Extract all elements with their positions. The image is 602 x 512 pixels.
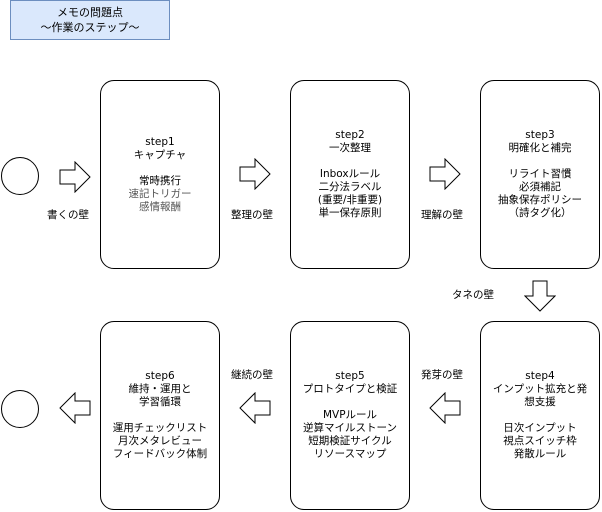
step2-item: 単一保存原則 <box>318 207 382 219</box>
step1-item: 速記トリガー <box>128 187 192 200</box>
step1-item: 常時携行 <box>139 174 181 187</box>
wall-label: 書くの壁 <box>47 209 89 221</box>
step4-box: step4 インプット拡充と発 想支援 日次インプット 視点スイッチ枠 発散ルー… <box>480 321 600 510</box>
step3-item: （詩タグ化） <box>508 207 572 219</box>
wall-label: タネの壁 <box>452 289 494 301</box>
step6-item: フィードバック体制 <box>112 448 208 460</box>
step2-box: step2 一次整理 Inboxルール 二分法ラベル (重要/非重要) 単一保存… <box>290 80 410 269</box>
step4-subtitle: 想支援 <box>524 396 556 408</box>
diagram-title: メモの問題点 〜作業のステップ〜 <box>10 0 170 40</box>
step3-item: 必須補記 <box>519 181 561 193</box>
wall-label: 発芽の壁 <box>421 369 463 381</box>
step6-subtitle: 維持・運用と <box>128 383 192 395</box>
step6-heading: step6 <box>145 370 175 382</box>
step1-box: step1 キャプチャ 常時携行 速記トリガー 感情報酬 <box>100 80 220 269</box>
step4-item: 視点スイッチ枠 <box>503 435 577 447</box>
wall-label: 継続の壁 <box>231 369 273 381</box>
arrow-right-icon <box>429 158 461 190</box>
step2-item: 二分法ラベル <box>318 181 382 193</box>
arrow-down-icon <box>524 280 556 312</box>
end-node <box>1 390 39 428</box>
step2-item: Inboxルール <box>319 168 381 180</box>
step6-item: 月次メタレビュー <box>118 435 202 447</box>
step5-item: 短期検証サイクル <box>308 435 392 447</box>
arrow-left-icon <box>429 392 461 424</box>
step4-item: 日次インプット <box>503 422 577 434</box>
step1-heading: step1 <box>145 135 175 148</box>
step3-box: step3 明確化と補完 リライト習慣 必須補記 抽象保存ポリシー （詩タグ化） <box>480 80 600 269</box>
step5-box: step5 プロトタイプと検証 MVPルール 逆算マイルストーン 短期検証サイク… <box>290 321 410 510</box>
step4-item: 発散ルール <box>513 448 567 460</box>
step3-item: リライト習慣 <box>508 168 572 180</box>
step3-subtitle: 明確化と補完 <box>508 142 572 154</box>
step5-item: 逆算マイルストーン <box>303 422 397 434</box>
step4-heading: step4 <box>525 370 555 382</box>
arrow-right-icon <box>239 158 271 190</box>
step2-subtitle: 一次整理 <box>329 142 371 154</box>
step3-item: 抽象保存ポリシー <box>498 194 582 206</box>
step6-subtitle: 学習循環 <box>139 396 181 408</box>
step6-item: 運用チェックリスト <box>112 422 208 434</box>
step3-heading: step3 <box>525 129 555 141</box>
step2-heading: step2 <box>335 129 365 141</box>
wall-label: 理解の壁 <box>421 209 463 221</box>
arrow-right-icon <box>59 161 91 193</box>
step5-item: MVPルール <box>322 409 378 421</box>
step5-subtitle: プロトタイプと検証 <box>302 383 398 395</box>
step5-item: リソースマップ <box>313 448 387 460</box>
step4-subtitle: インプット拡充と発 <box>492 383 588 395</box>
title-line-2: 〜作業のステップ〜 <box>40 21 140 34</box>
step6-box: step6 維持・運用と 学習循環 運用チェックリスト 月次メタレビュー フィー… <box>100 321 220 510</box>
step2-item: (重要/非重要) <box>317 194 383 206</box>
title-line-1: メモの問題点 <box>57 6 123 19</box>
step1-item: 感情報酬 <box>139 200 181 213</box>
wall-label: 整理の壁 <box>231 209 273 221</box>
arrow-left-icon <box>59 392 91 424</box>
arrow-left-icon <box>239 392 271 424</box>
start-node <box>1 157 39 195</box>
step5-heading: step5 <box>335 370 365 382</box>
step1-subtitle: キャプチャ <box>133 148 187 161</box>
